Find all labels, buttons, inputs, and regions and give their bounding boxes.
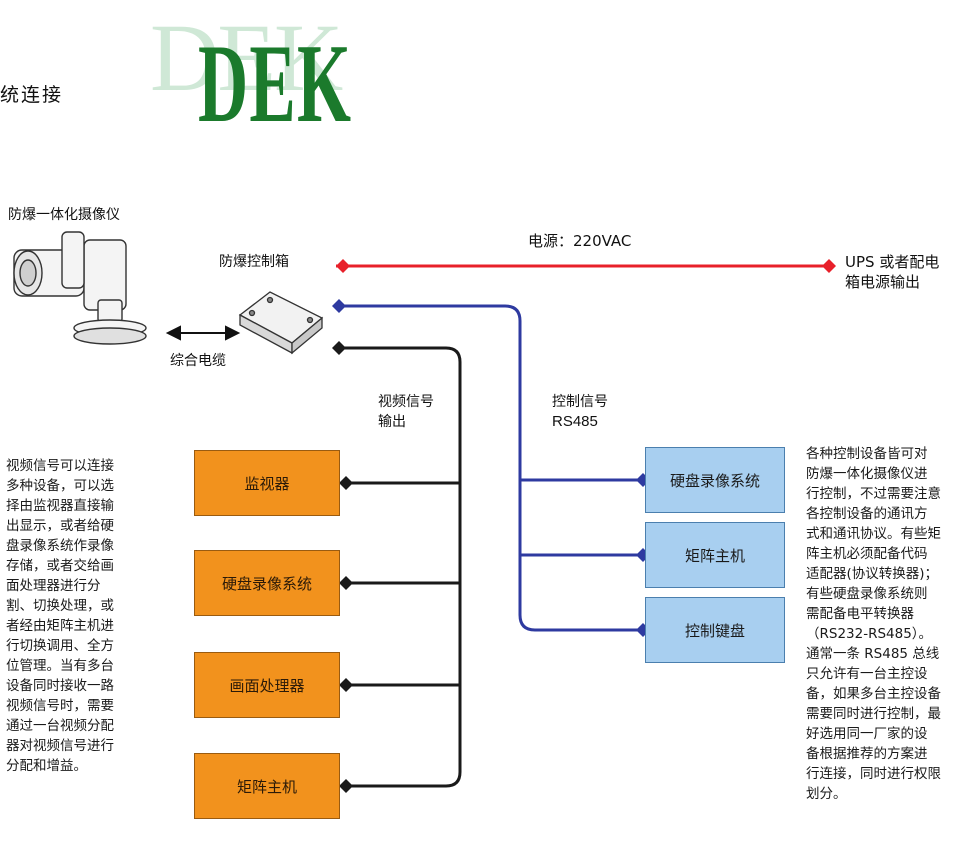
right-note-line: 备根据推荐的方案进 [806,746,928,762]
camera-label: 防爆一体化摄像仪 [8,207,120,223]
control-box-label: 防爆控制箱 [219,254,289,270]
left-note-line: 出显示，或者给硬 [6,518,114,534]
left-note-line: 择由监视器直接输 [6,498,114,514]
right-note-line: 行连接，同时进行权限 [806,766,941,782]
power-label: 电源：220VAC [528,232,632,250]
control-box-icon [238,291,324,355]
control-signal-line [338,304,642,632]
left-note-line: 盘录像系统作录像 [6,538,114,554]
power-line [336,259,836,273]
left-note-line: 视频信号时，需要 [6,698,114,714]
video-line-nodes [332,341,353,793]
video-signal-line1: 视频信号 [378,394,434,410]
right-note-line: 只允许有一台主控设 [806,666,928,682]
right-note-line: 式和通讯协议。有些矩 [806,526,941,542]
left-note-line: 器对视频信号进行 [6,738,114,754]
logo-ghost-text: DEK [150,4,343,111]
control-signal-line1: 控制信号 [552,394,608,410]
right-note-line: 备，如果多台主控设备 [806,686,941,702]
video-signal-line2: 输出 [378,414,406,430]
logo-main-text: DEK [198,22,353,146]
power-source-line1: UPS 或者配电 [845,253,940,271]
right-note-line: 行控制，不过需要注意 [806,486,941,502]
control-signal-label: 控制信号 RS485 [552,392,608,432]
left-note-line: 通过一台视频分配 [6,718,114,734]
video-signal-line [338,346,462,788]
right-note-line: 需配备电平转换器 [806,606,914,622]
video-device-dvr: 硬盘录像系统 [194,550,340,616]
left-note-line: 视频信号可以连接 [6,458,114,474]
power-source-line2: 箱电源输出 [845,273,921,291]
control-device-matrix: 矩阵主机 [645,522,785,588]
control-signal-line2: RS485 [552,413,598,430]
left-note-line: 行切换调用、全方 [6,638,114,654]
video-device-processor: 画面处理器 [194,652,340,718]
right-note-line: 有些硬盘录像系统则 [806,586,928,602]
video-device-matrix: 矩阵主机 [194,753,340,819]
video-signal-label: 视频信号 输出 [378,392,434,432]
right-note-line: 各种控制设备皆可对 [806,446,928,462]
right-note-line: 各控制设备的通讯方 [806,506,928,522]
right-note-line: 需要同时进行控制，最 [806,706,941,722]
control-device-keyboard: 控制键盘 [645,597,785,663]
dek-logo: DEK DEK [150,0,360,160]
cable-double-arrow [165,325,241,341]
left-note-line: 位管理。当有多台 [6,658,114,674]
right-note: 各种控制设备皆可对 防爆一体化摄像仪进 行控制，不过需要注意 各控制设备的通讯方… [806,444,972,804]
control-device-dvr: 硬盘录像系统 [645,447,785,513]
right-note-line: 好选用同一厂家的设 [806,726,928,742]
video-device-monitor: 监视器 [194,450,340,516]
left-note-line: 多种设备，可以选 [6,478,114,494]
power-source-label: UPS 或者配电 箱电源输出 [845,252,939,292]
right-note-line: 通常一条 RS485 总线 [806,646,940,662]
left-note-line: 割、切换处理，或 [6,598,114,614]
left-note-line: 者经由矩阵主机进 [6,618,114,634]
left-note-line: 存储，或者交给画 [6,558,114,574]
right-note-line: 适配器(协议转换器)； [806,566,939,582]
left-note-line: 设备同时接收一路 [6,678,114,694]
control-line-nodes [332,299,650,637]
left-note: 视频信号可以连接 多种设备，可以选 择由监视器直接输 出显示，或者给硬 盘录像系… [6,456,174,776]
page-heading: 统连接 [0,84,64,106]
right-note-line: 阵主机必须配备代码 [806,546,928,562]
right-note-line: 防爆一体化摄像仪进 [806,466,928,482]
cable-label: 综合电缆 [170,353,226,369]
right-note-line: 划分。 [806,786,847,802]
left-note-line: 分配和增益。 [6,758,87,774]
explosion-proof-camera-icon [13,231,147,345]
left-note-line: 面处理器进行分 [6,578,101,594]
right-note-line: （RS232-RS485）。 [806,626,933,642]
